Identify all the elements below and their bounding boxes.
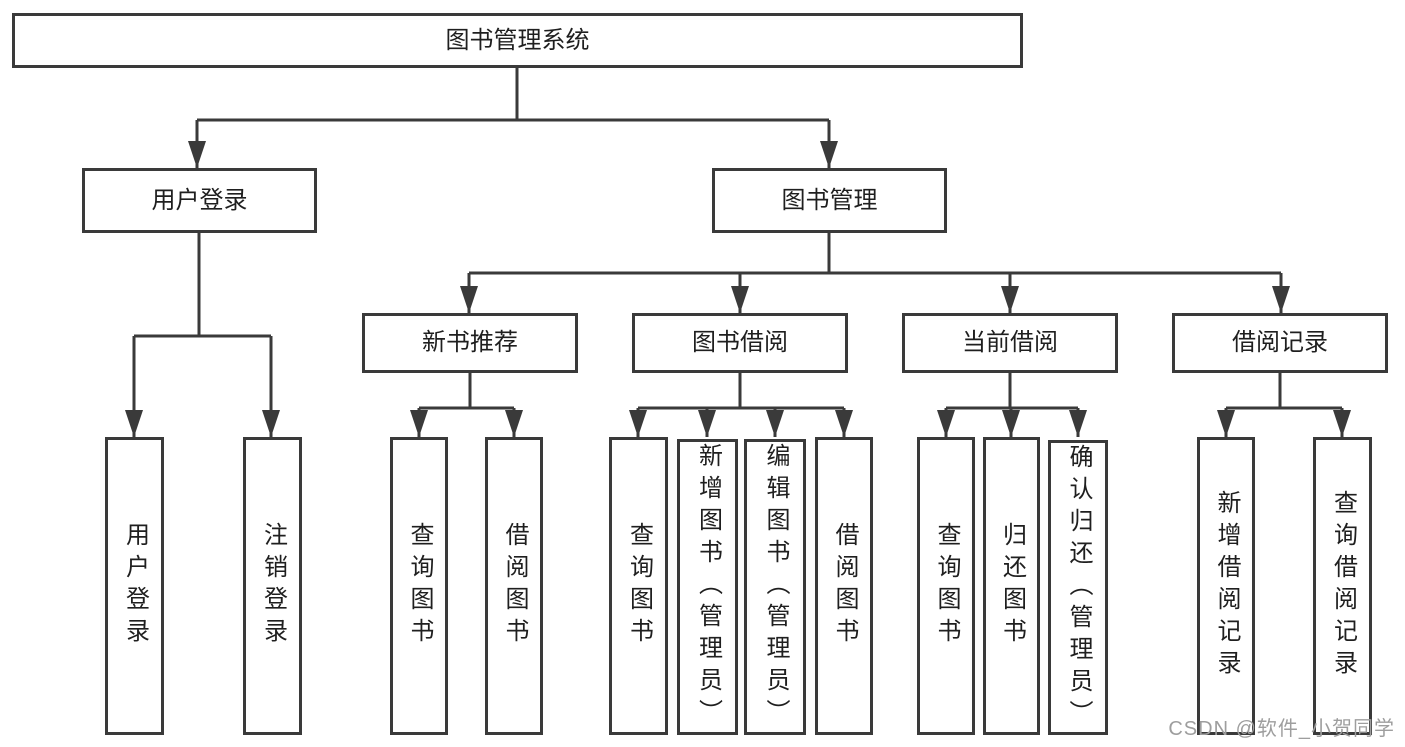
connector-new-book-recommend bbox=[417, 373, 516, 437]
arrow-down-icon bbox=[1217, 410, 1235, 437]
leaf-query-books-current-label: 查询图书 bbox=[933, 522, 960, 650]
leaf-edit-book-admin: 编辑图书（管理员） bbox=[744, 439, 806, 735]
arrow-down-icon bbox=[505, 410, 523, 437]
node-book-management-label: 图书管理 bbox=[781, 186, 878, 214]
leaf-add-borrow-record: 新增借阅记录 bbox=[1197, 437, 1255, 735]
leaf-borrow-books-recommend: 借阅图书 bbox=[485, 437, 543, 735]
arrow-down-icon bbox=[1002, 410, 1020, 437]
arrow-down-icon bbox=[262, 410, 280, 437]
leaf-confirm-return-admin: 确认归还（管理员） bbox=[1048, 440, 1108, 735]
node-current-borrow-label: 当前借阅 bbox=[962, 329, 1058, 356]
arrow-down-icon bbox=[820, 141, 838, 168]
node-book-borrow: 图书借阅 bbox=[632, 313, 848, 373]
leaf-query-books-recommend-label: 查询图书 bbox=[406, 522, 433, 650]
leaf-confirm-return-admin-label: 确认归还（管理员） bbox=[1065, 443, 1092, 732]
connector-root bbox=[195, 68, 831, 168]
arrow-down-icon bbox=[125, 410, 143, 437]
leaf-borrow-books: 借阅图书 bbox=[815, 437, 873, 735]
connector-book-borrow bbox=[636, 373, 846, 437]
arrow-down-icon bbox=[835, 410, 853, 437]
leaf-add-book-admin-label: 新增图书（管理员） bbox=[694, 443, 722, 731]
arrow-down-icon bbox=[629, 410, 647, 437]
node-borrow-records-label: 借阅记录 bbox=[1232, 329, 1328, 356]
arrow-down-icon bbox=[698, 410, 716, 437]
leaf-add-book-admin: 新增图书（管理员） bbox=[677, 439, 738, 735]
node-user-login: 用户登录 bbox=[82, 168, 317, 233]
leaf-query-borrow-record-label: 查询借阅记录 bbox=[1329, 490, 1357, 682]
arrow-down-icon bbox=[766, 410, 784, 437]
arrow-down-icon bbox=[1272, 286, 1290, 313]
leaf-query-books-borrow-label: 查询图书 bbox=[625, 522, 653, 650]
leaf-add-borrow-record-label: 新增借阅记录 bbox=[1213, 490, 1240, 682]
leaf-edit-book-admin-label: 编辑图书（管理员） bbox=[762, 443, 789, 731]
arrow-down-icon bbox=[188, 141, 206, 168]
arrow-down-icon bbox=[1069, 410, 1087, 437]
leaf-return-book-label: 归还图书 bbox=[998, 522, 1026, 650]
leaf-user-login: 用户登录 bbox=[105, 437, 164, 735]
leaf-query-books-current: 查询图书 bbox=[917, 437, 975, 735]
connector-book-management bbox=[467, 233, 1283, 313]
leaf-borrow-books-recommend-label: 借阅图书 bbox=[501, 522, 528, 650]
node-book-borrow-label: 图书借阅 bbox=[692, 329, 788, 356]
node-new-book-recommend: 新书推荐 bbox=[362, 313, 578, 373]
node-root: 图书管理系统 bbox=[12, 13, 1023, 68]
arrow-down-icon bbox=[410, 410, 428, 437]
node-user-login-label: 用户登录 bbox=[151, 186, 248, 214]
leaf-borrow-books-label: 借阅图书 bbox=[831, 522, 858, 650]
leaf-query-borrow-record: 查询借阅记录 bbox=[1313, 437, 1372, 735]
node-current-borrow: 当前借阅 bbox=[902, 313, 1118, 373]
arrow-down-icon bbox=[937, 410, 955, 437]
leaf-return-book: 归还图书 bbox=[983, 437, 1040, 735]
node-new-book-recommend-label: 新书推荐 bbox=[422, 329, 518, 356]
leaf-query-books-recommend: 查询图书 bbox=[390, 437, 448, 735]
leaf-user-login-label: 用户登录 bbox=[121, 522, 149, 650]
watermark: CSDN @软件_小贺同学 bbox=[1168, 718, 1395, 740]
arrow-down-icon bbox=[1333, 410, 1351, 437]
leaf-logout-label: 注销登录 bbox=[259, 522, 287, 650]
leaf-query-books-borrow: 查询图书 bbox=[609, 437, 668, 735]
connector-borrow-records bbox=[1224, 373, 1344, 437]
arrow-down-icon bbox=[460, 286, 478, 313]
leaf-logout: 注销登录 bbox=[243, 437, 302, 735]
node-borrow-records: 借阅记录 bbox=[1172, 313, 1388, 373]
arrow-down-icon bbox=[1001, 286, 1019, 313]
arrow-down-icon bbox=[731, 286, 749, 313]
node-root-label: 图书管理系统 bbox=[445, 26, 590, 54]
node-book-management: 图书管理 bbox=[712, 168, 947, 233]
connector-user-login bbox=[132, 233, 273, 437]
